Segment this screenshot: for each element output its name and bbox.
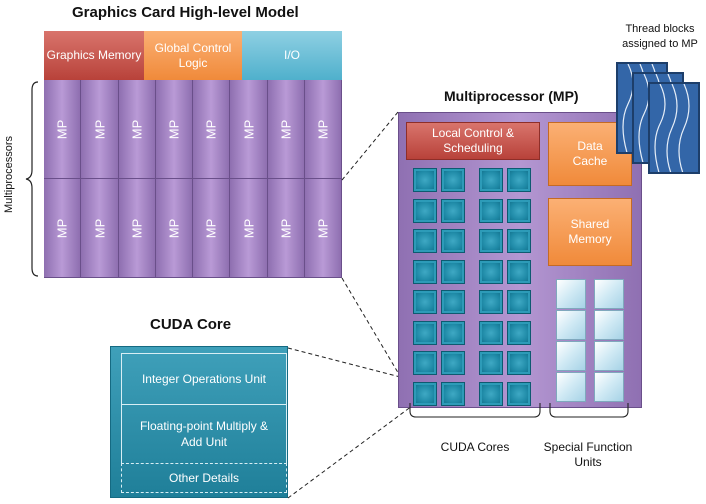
other-details: Other Details [121,463,287,493]
mp-cell: MP [118,179,156,278]
cuda-core-cell [507,168,531,192]
cuda-core-cell [413,259,437,284]
io-block: I/O [242,31,342,80]
cuda-cores-label: CUDA Cores [440,440,510,454]
multiprocessor-title: Multiprocessor (MP) [444,88,579,104]
cuda-core-cell [441,259,465,284]
cuda-core-cell [507,381,531,406]
mp-cell: MP [118,80,156,179]
mp-cell: MP [304,80,342,179]
cuda-core-cell [413,320,437,345]
cuda-core-cell [413,351,437,375]
special-function-unit-cell [556,310,586,340]
cuda-core-cell [479,320,503,345]
global-control-logic-block: Global Control Logic [144,31,242,80]
special-function-unit-cell [556,372,586,402]
special-function-unit-cell [594,279,624,309]
local-control-scheduling-block: Local Control & Scheduling [406,122,540,160]
special-function-unit-cell [556,279,586,309]
cuda-core-cell [507,229,531,253]
cuda-core-cell [507,320,531,345]
cuda-core-cell [441,320,465,345]
cuda-core-cell [441,351,465,375]
cuda-core-cell [479,351,503,375]
graphics-memory-block: Graphics Memory [44,31,144,80]
thread-blocks-label: Thread blocks assigned to MP [622,23,698,50]
cuda-core-cell [441,381,465,406]
mp-cell: MP [81,80,119,179]
cuda-core-cell [441,290,465,314]
floating-point-multiply-add-unit: Floating-point Multiply & Add Unit [121,405,287,463]
shared-memory-block: Shared Memory [548,198,632,266]
cuda-core-cell [413,381,437,406]
cuda-core-cell [479,381,503,406]
cuda-core-cell [507,259,531,284]
integer-operations-unit: Integer Operations Unit [121,353,287,405]
special-function-unit-cell [594,310,624,340]
mp-cell: MP [267,80,305,179]
cuda-core-cell [441,168,465,192]
mp-cell: MP [155,179,193,278]
mp-cell: MP [230,179,268,278]
mp-cell: MP [230,80,268,179]
cuda-core-cell [479,290,503,314]
special-function-unit-cell [594,372,624,402]
cuda-core-cell [413,168,437,192]
special-function-unit-cell [594,341,624,371]
graphics-card-title: Graphics Card High-level Model [72,4,299,21]
cuda-core-cell [413,229,437,253]
mp-cell: MP [193,179,231,278]
cuda-core-cell [507,351,531,375]
cuda-core-title: CUDA Core [150,316,232,333]
cuda-core-cell [479,259,503,284]
cuda-core-cell [441,229,465,253]
cuda-core-cell [413,198,437,223]
cuda-core-cell [507,198,531,223]
mp-cell: MP [193,80,231,179]
cuda-core-cell [479,168,503,192]
cuda-core-cell [479,198,503,223]
cuda-core-cell [507,290,531,314]
cuda-core-cell [479,229,503,253]
mp-cell: MP [304,179,342,278]
mp-cell: MP [81,179,119,278]
special-function-unit-cell [556,341,586,371]
mp-cell: MP [44,80,82,179]
multiprocessors-brace [25,81,39,277]
mp-cell: MP [44,179,82,278]
thread-block-3 [648,82,700,174]
mp-cell: MP [267,179,305,278]
cuda-core-cell [441,198,465,223]
special-function-units-label: Special Function Units [543,440,633,469]
cuda-core-cell [413,290,437,314]
mp-cell: MP [155,80,193,179]
cuda-core-box: Integer Operations Unit Floating-point M… [110,346,288,498]
